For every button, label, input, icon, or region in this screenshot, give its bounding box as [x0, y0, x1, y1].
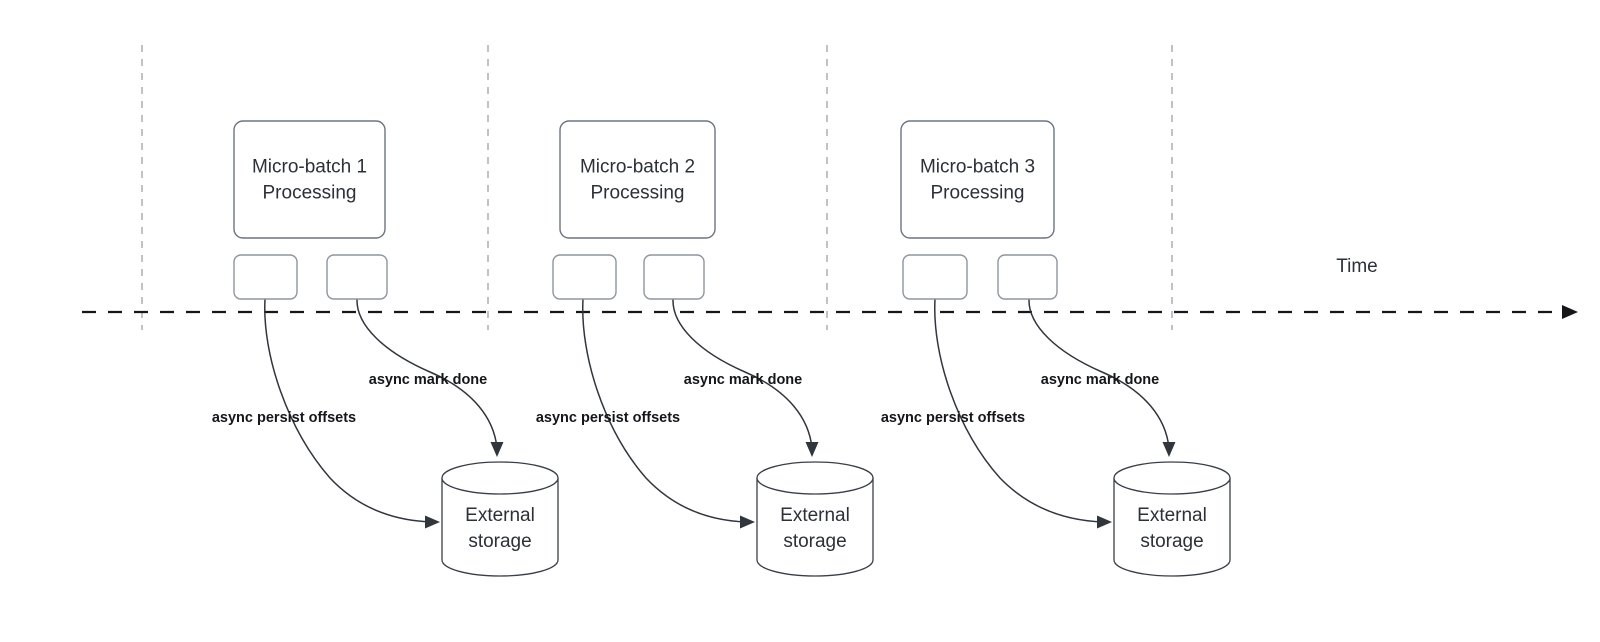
persist-offsets-edge	[582, 298, 748, 523]
storage-label-line2: storage	[468, 531, 531, 552]
micro-batch-label-line2: Processing	[931, 183, 1025, 204]
micro-batch-box[interactable]	[233, 120, 386, 239]
micro-batch-label-line1: Micro-batch 3	[920, 157, 1035, 178]
storage-cylinder-body[interactable]	[441, 478, 559, 577]
persist-offsets-edge-arrowhead	[425, 515, 440, 529]
task-box-right[interactable]	[997, 254, 1058, 300]
persist-offsets-edge-label: async persist offsets	[212, 410, 356, 426]
persist-offsets-edge	[264, 298, 433, 523]
storage-cylinder-body[interactable]	[756, 478, 874, 577]
mark-done-edge-arrowhead	[1162, 442, 1176, 457]
mark-done-edge-arrowhead	[490, 442, 504, 457]
micro-batch-label-line1: Micro-batch 2	[580, 157, 695, 178]
storage-label-line1: External	[1137, 505, 1207, 526]
mark-done-edge	[1028, 298, 1170, 449]
persist-offsets-edge-label: async persist offsets	[881, 410, 1025, 426]
time-axis-label: Time	[1336, 256, 1378, 277]
edges-group	[264, 298, 1176, 529]
storage-label-line1: External	[780, 505, 850, 526]
time-axis-arrowhead	[1562, 305, 1578, 319]
storage-cylinder-top	[441, 461, 559, 495]
mark-done-edge-arrowhead	[805, 442, 819, 457]
mark-done-edge-label: async mark done	[1041, 372, 1159, 388]
tick-lines-group	[141, 45, 1173, 330]
mark-done-edge-label: async mark done	[369, 372, 487, 388]
persist-offsets-edge	[934, 298, 1105, 523]
micro-batch-label-line2: Processing	[263, 183, 357, 204]
persist-offsets-edge-arrowhead	[740, 515, 755, 529]
task-box-right[interactable]	[643, 254, 705, 300]
storage-label-line2: storage	[1140, 531, 1203, 552]
storage-cylinder-top	[1113, 461, 1231, 495]
mark-done-edge	[672, 298, 813, 449]
task-box-left[interactable]	[552, 254, 617, 300]
persist-offsets-edge-arrowhead	[1097, 515, 1112, 529]
task-box-left[interactable]	[902, 254, 968, 300]
storage-cylinder-top	[756, 461, 874, 495]
micro-batch-label-line2: Processing	[591, 183, 685, 204]
micro-batch-label-line1: Micro-batch 1	[252, 157, 367, 178]
storage-cylinder-body[interactable]	[1113, 478, 1231, 577]
storage-label-line1: External	[465, 505, 535, 526]
micro-batch-box[interactable]	[559, 120, 716, 239]
mark-done-edge	[356, 298, 498, 449]
micro-batch-box[interactable]	[900, 120, 1055, 239]
nodes-group	[233, 120, 1231, 577]
task-box-left[interactable]	[233, 254, 298, 300]
storage-label-line2: storage	[783, 531, 846, 552]
persist-offsets-edge-label: async persist offsets	[536, 410, 680, 426]
mark-done-edge-label: async mark done	[684, 372, 802, 388]
task-box-right[interactable]	[326, 254, 388, 300]
timeline-group	[82, 305, 1578, 319]
